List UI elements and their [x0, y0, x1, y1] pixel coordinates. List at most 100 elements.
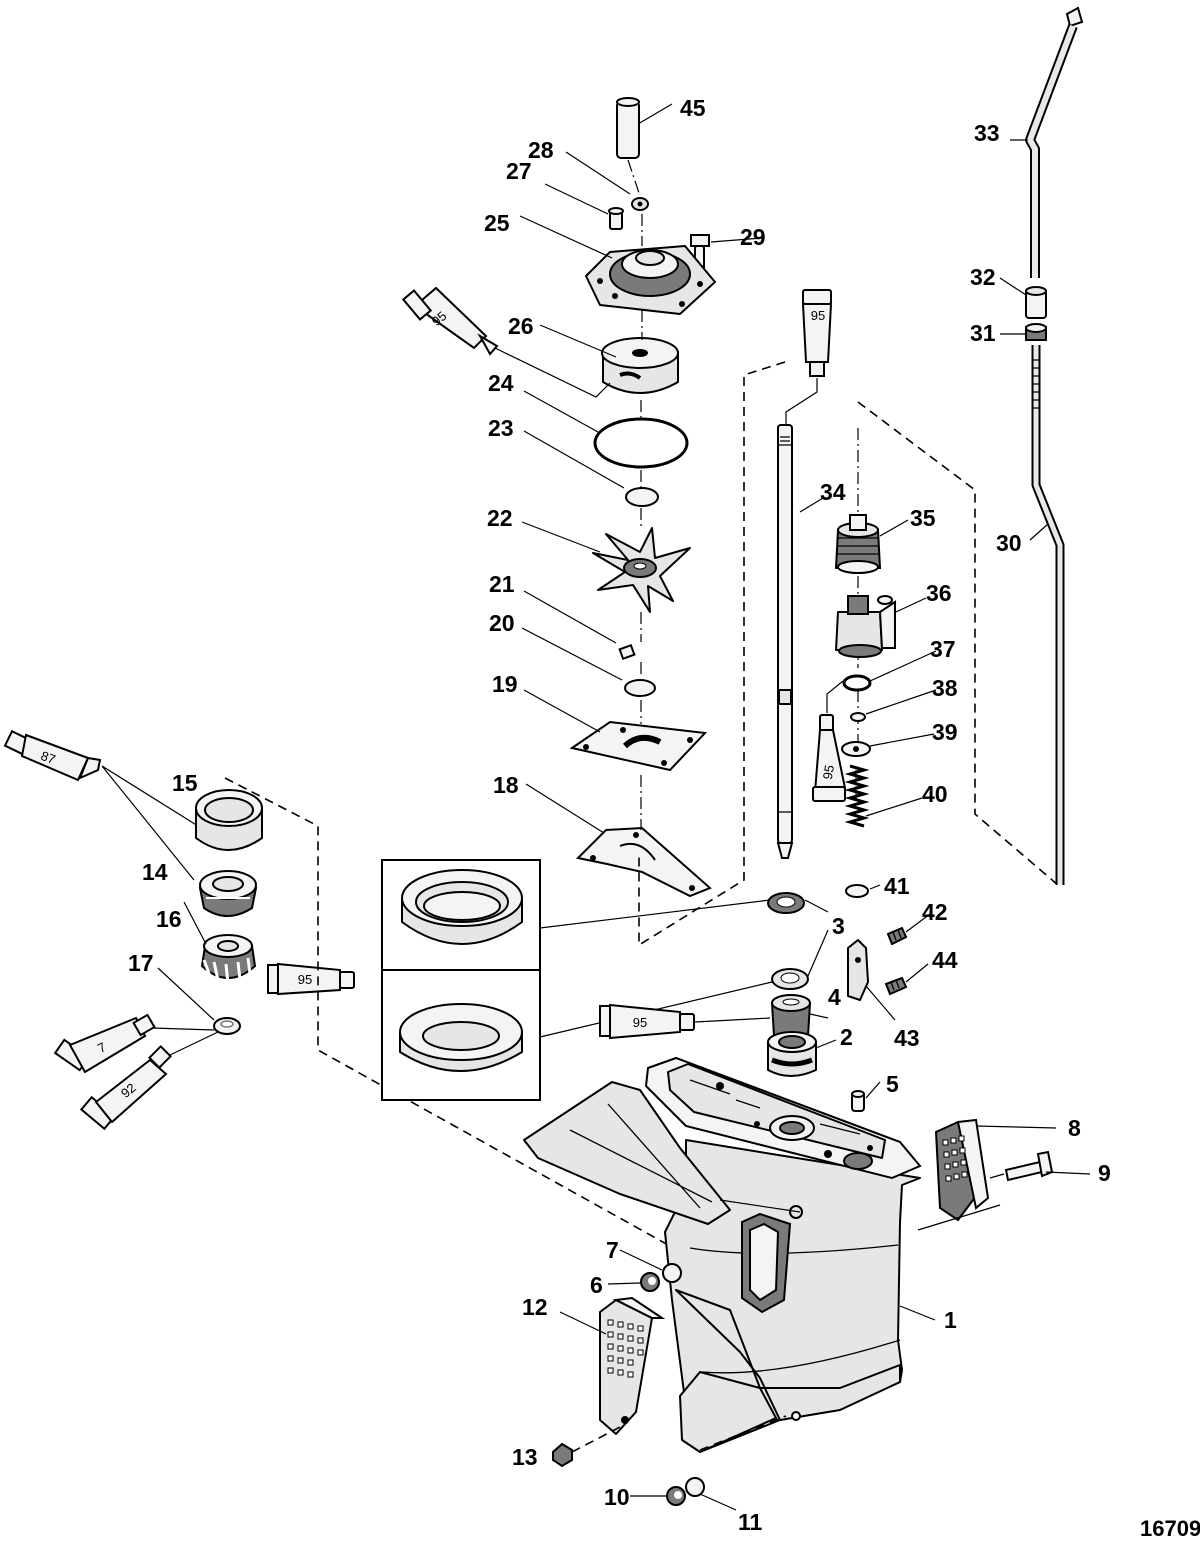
callout-34: 34	[820, 479, 846, 505]
callout-26: 26	[508, 313, 534, 339]
dashed-outline-shift	[857, 401, 1059, 886]
callout-25: 25	[484, 210, 510, 236]
leader-tube-95-shaft	[785, 378, 818, 425]
callout-43: 43	[894, 1025, 920, 1051]
callout-17: 17	[128, 950, 154, 976]
callout-22: 22	[487, 505, 513, 531]
lubricant-tube-95-shift: 95	[812, 714, 847, 802]
part-3-oil-seals	[767, 892, 809, 990]
part-5-dowel-pin	[851, 1090, 865, 1112]
callout-19: 19	[492, 671, 518, 697]
lubricant-tube-7: 7	[53, 1013, 156, 1074]
leader-tube-95-shift	[826, 680, 844, 713]
callout-14: 14	[142, 859, 168, 885]
part-31-nut	[1025, 323, 1047, 341]
leader-8-9	[917, 1125, 1091, 1231]
svg-text:87: 87	[39, 748, 58, 767]
callout-7: 7	[606, 1237, 619, 1263]
dashed-13	[571, 1425, 623, 1453]
part-15-bearing-cup	[195, 789, 263, 851]
part-42-pin	[886, 926, 908, 946]
callout-2: 2	[840, 1024, 853, 1050]
svg-text:95: 95	[811, 308, 825, 323]
callout-leaders	[157, 103, 1049, 1511]
callout-21: 21	[489, 571, 515, 597]
callout-30: 30	[996, 530, 1022, 556]
leader-tubes-7-92	[151, 1027, 219, 1056]
part-4-bushing	[770, 994, 812, 1042]
figure-number: 16709	[1140, 1516, 1200, 1541]
callout-32: 32	[970, 264, 996, 290]
part-23-seal	[625, 487, 659, 507]
callout-20: 20	[489, 610, 515, 636]
part-28-grommet	[631, 197, 649, 211]
part-27-dowel	[608, 207, 624, 230]
callout-15: 15	[172, 770, 198, 796]
dashed-outline-driveshaft	[638, 361, 786, 947]
callout-8: 8	[1068, 1115, 1081, 1141]
part-30-shift-rod-lower	[1031, 345, 1065, 885]
callout-12: 12	[522, 1294, 548, 1320]
part-22-impeller	[592, 527, 691, 613]
leader-1	[899, 1305, 936, 1321]
part-26-pump-insert	[601, 337, 679, 394]
part-33-shift-rod-upper	[1025, 6, 1084, 278]
callout-27: 27	[506, 158, 532, 184]
leader-tube-95-pump	[494, 347, 611, 398]
callout-31: 31	[970, 320, 996, 346]
part-37-o-ring	[842, 674, 872, 692]
callout-23: 23	[488, 415, 514, 441]
svg-text:95: 95	[633, 1015, 647, 1030]
lubricant-tube-95-pump: 95	[401, 286, 499, 356]
leader-housing-dash	[719, 1199, 801, 1213]
part-8-water-inlet-screen-right	[934, 1118, 990, 1222]
callout-labels: 45 28 27 25 29 26 24 23 22 21 20 19 18 3…	[128, 95, 1111, 1535]
callout-33: 33	[974, 120, 1000, 146]
part-36-shift-coupler	[835, 595, 896, 658]
seal-detail-inset	[381, 859, 541, 1101]
leader-43	[865, 985, 896, 1021]
callout-38: 38	[932, 675, 958, 701]
part-7-washer-upper	[662, 1263, 682, 1283]
part-12-water-inlet-screen-left	[599, 1296, 666, 1435]
svg-text:95: 95	[820, 764, 837, 781]
part-9-screw-right	[1004, 1150, 1054, 1182]
lubricant-tube-95-gear: 95	[267, 962, 355, 996]
callout-40: 40	[922, 781, 948, 807]
part-34-driveshaft	[776, 424, 794, 859]
callout-13: 13	[512, 1444, 538, 1470]
part-35-shift-cam	[834, 514, 882, 574]
part-11-washer-lower	[685, 1477, 705, 1497]
callout-5: 5	[886, 1071, 899, 1097]
callout-1: 1	[944, 1307, 957, 1333]
part-38-ring	[850, 712, 866, 722]
lubricant-tube-95-shaft: 95	[801, 289, 833, 377]
callout-3: 3	[832, 913, 845, 939]
lubricant-tube-95-bushing: 95	[599, 1003, 695, 1040]
callout-45: 45	[680, 95, 706, 121]
part-24-gasket-ring	[593, 417, 689, 469]
leader-tube-95-bushing	[694, 1017, 771, 1023]
part-17-nut	[213, 1017, 241, 1035]
leader-tube-87	[101, 765, 199, 881]
part-13-nut	[552, 1442, 573, 1468]
lubricant-tube-92: 92	[79, 1044, 173, 1131]
part-40-spring	[844, 764, 870, 828]
callout-42: 42	[922, 899, 948, 925]
callout-4: 4	[828, 984, 841, 1010]
part-21-key	[618, 643, 636, 661]
part-44-screw	[884, 976, 908, 996]
callout-44: 44	[932, 947, 958, 973]
pump-centerline	[627, 159, 643, 830]
callout-35: 35	[910, 505, 936, 531]
part-14-bearing	[198, 870, 258, 917]
part-16-pinion-gear	[200, 934, 257, 985]
callout-28: 28	[528, 137, 554, 163]
part-18-gasket	[575, 826, 712, 898]
callout-24: 24	[488, 370, 514, 396]
part-6-plug-upper	[640, 1272, 660, 1292]
dashed-outline-gear	[224, 777, 689, 1257]
callout-36: 36	[926, 580, 952, 606]
part-19-wear-plate	[569, 720, 708, 772]
